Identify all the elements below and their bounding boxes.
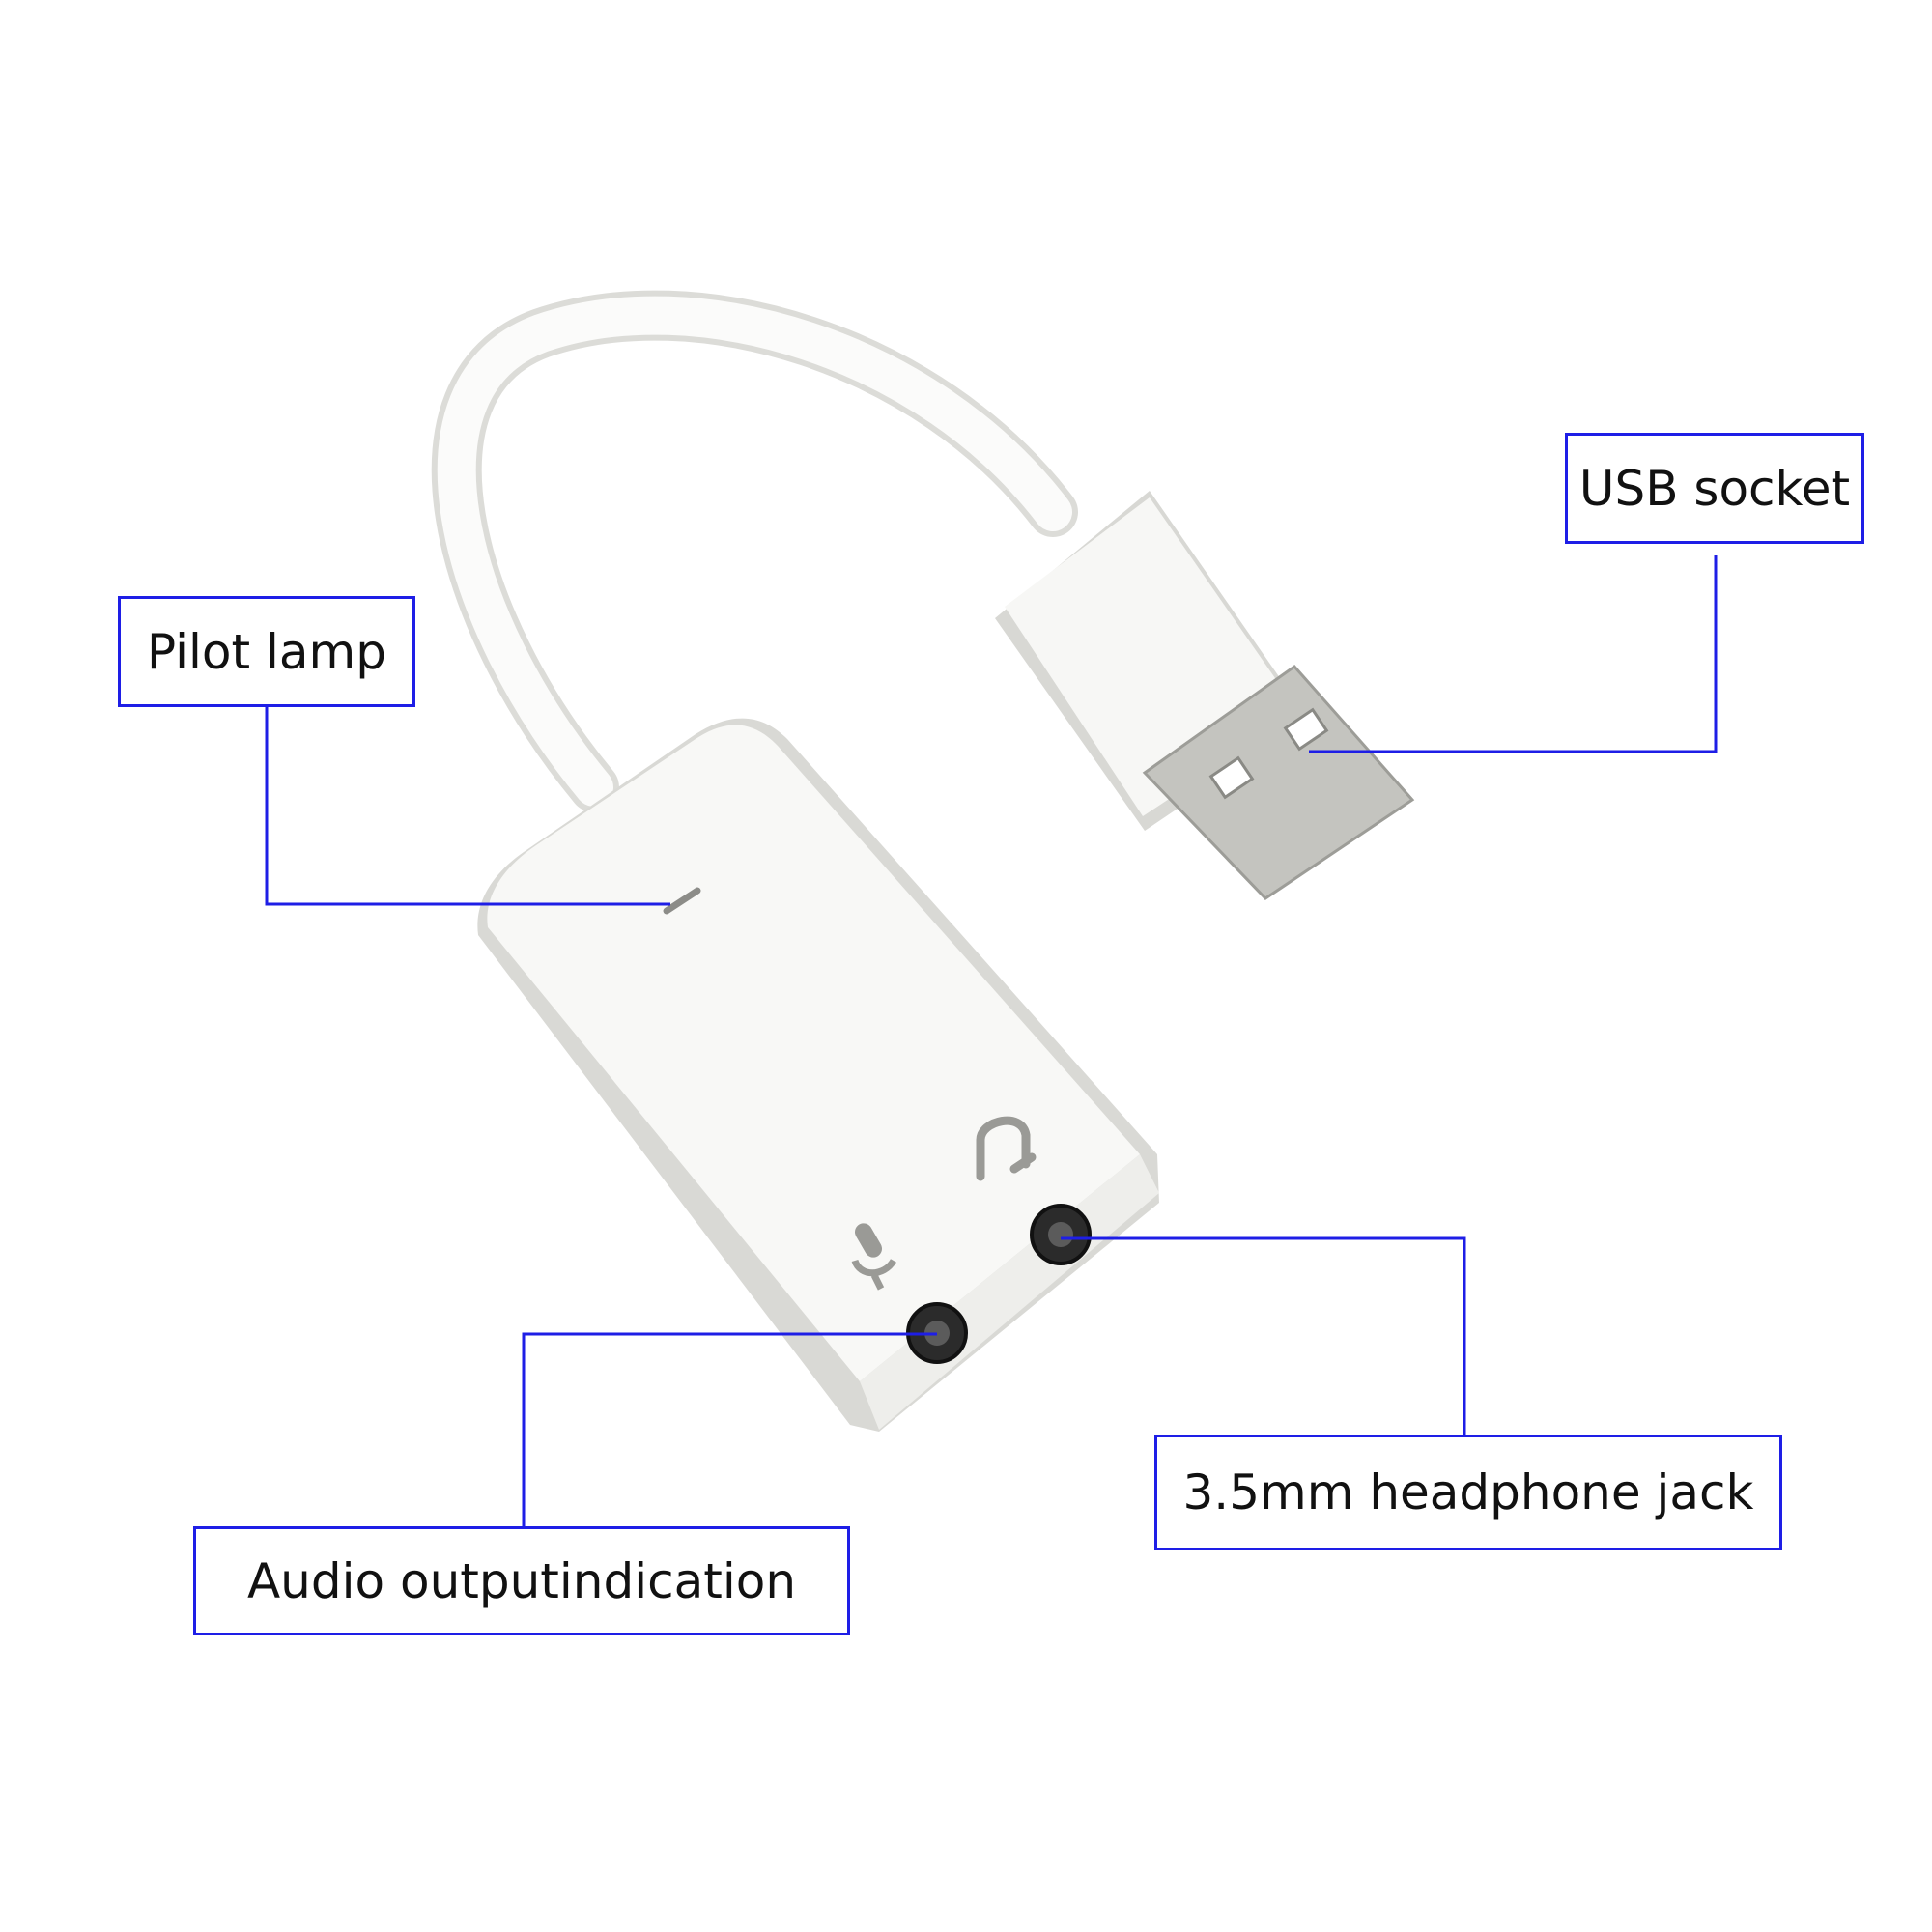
usb-socket-hole bbox=[1283, 707, 1329, 752]
leader-line-usb-socket bbox=[1309, 555, 1718, 753]
usb-socket-metal bbox=[1142, 664, 1415, 900]
callout-usb-socket: USB socket bbox=[1565, 433, 1864, 544]
usb-cable-highlight bbox=[437, 296, 1072, 807]
sound-card-body bbox=[477, 718, 1159, 1432]
usb-plug bbox=[995, 491, 1415, 900]
callout-pilot-lamp: Pilot lamp bbox=[118, 596, 415, 707]
pilot-lamp-indicator bbox=[663, 887, 701, 915]
headphone-icon bbox=[976, 1116, 1031, 1181]
leader-line-headphone-jack bbox=[1061, 1236, 1466, 1439]
microphone-icon bbox=[851, 1223, 897, 1291]
leader-line-pilot-lamp bbox=[265, 707, 670, 906]
leader-line-audio-output bbox=[522, 1332, 937, 1528]
callout-headphone-jack: 3.5mm headphone jack bbox=[1154, 1435, 1782, 1550]
usb-socket-hole bbox=[1208, 755, 1255, 800]
callout-audio-output: Audio outputindication bbox=[193, 1526, 850, 1635]
